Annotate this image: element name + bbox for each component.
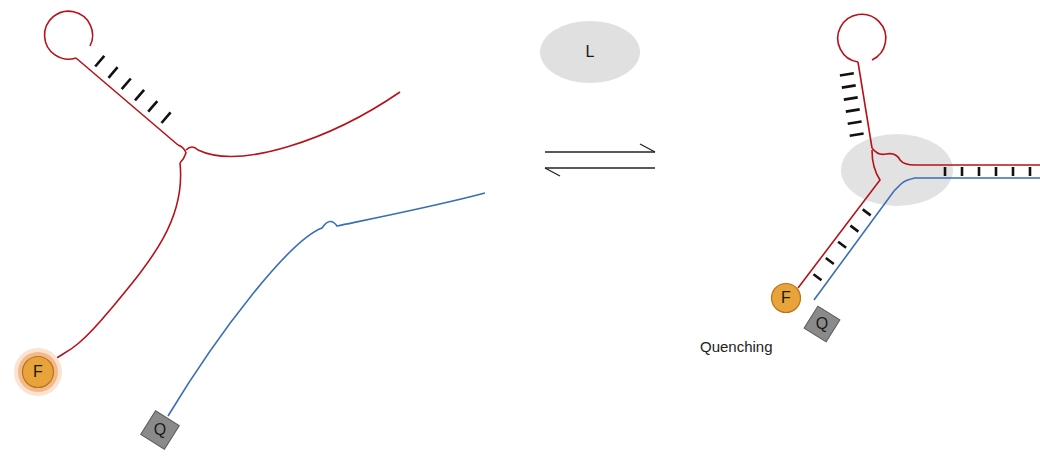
node-text: F [781, 290, 791, 306]
blue-strand-right [814, 178, 1040, 300]
base-pair-marks-left [95, 56, 170, 123]
equilibrium-arrows [545, 144, 655, 176]
base-pair-marks-right [814, 73, 1031, 280]
junction-ligand-shadow [841, 134, 953, 206]
node-text: Q [154, 422, 166, 438]
state-label: Quenching [700, 338, 773, 355]
node-text: L [586, 44, 595, 60]
red-strand-right [798, 14, 1040, 288]
fluorophore-circle: F [22, 356, 54, 388]
quencher-square: Q [809, 311, 835, 337]
red-strand-left [45, 11, 400, 362]
ligand-ellipse: L [540, 21, 640, 83]
blue-strand-left [168, 193, 485, 416]
quencher-square: Q [146, 416, 174, 444]
node-text: F [33, 364, 43, 380]
fluorophore-circle: F [771, 283, 801, 313]
node-text: Q [816, 316, 828, 332]
